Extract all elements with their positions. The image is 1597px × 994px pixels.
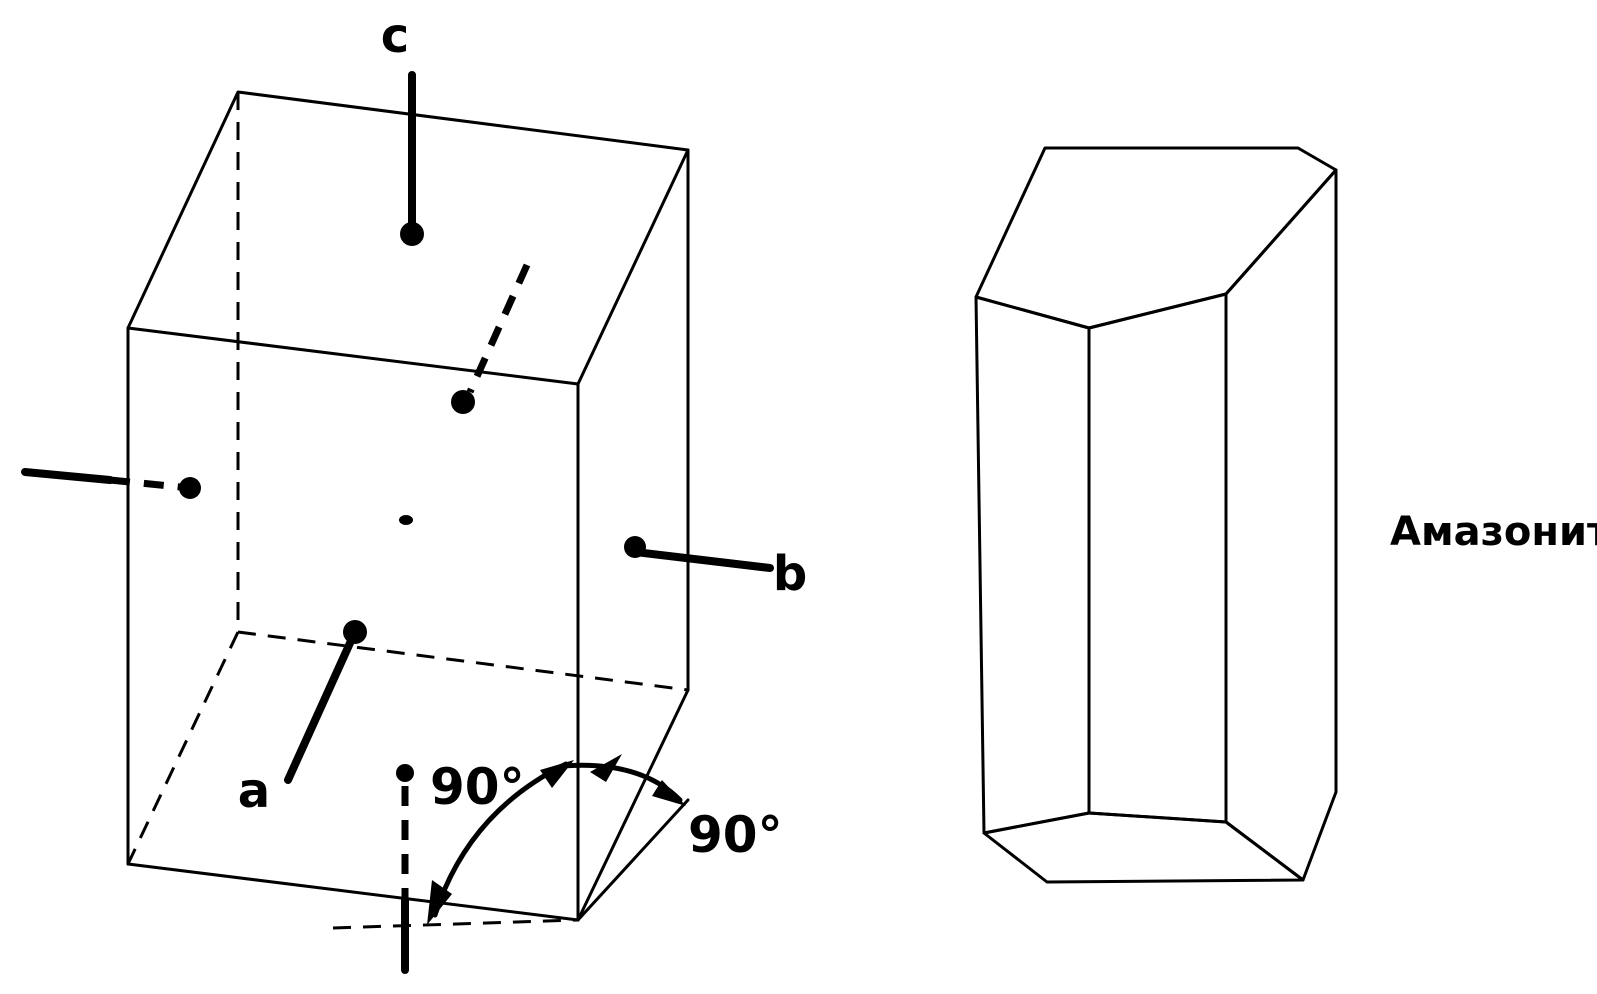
- box-bottom-front-edge: [126, 862, 580, 922]
- angle-markers: [427, 754, 686, 925]
- angle-arc-left-arrowhead-bottom: [427, 880, 452, 925]
- crystal-bottom-face: [982, 811, 1305, 884]
- angle-arc-right-arrowhead-left: [590, 754, 622, 782]
- crystal-top-face: [974, 146, 1338, 330]
- axis-bottom-dot: [396, 764, 414, 782]
- axis-c-label: c: [381, 8, 409, 64]
- mineral-name-label: Амазонит: [1390, 509, 1597, 555]
- crystal-middle-face: [1087, 292, 1228, 824]
- crystal-left-face: [974, 295, 1091, 835]
- box-hidden-back-bottom-edge: [237, 630, 689, 692]
- axis-a-label: a: [238, 763, 270, 819]
- box-bottom-right-edge: [576, 688, 690, 922]
- unit-cell-box: [126, 90, 690, 922]
- box-hidden-left-bottom-edge: [126, 631, 240, 865]
- axis-c-dot: [400, 222, 424, 246]
- axis-rear-dashed: [466, 263, 531, 394]
- axis-left-dashed: [109, 476, 191, 492]
- amazonite-crystal: [974, 146, 1338, 884]
- axis-b-line: [631, 548, 774, 572]
- crystal-right-face: [1224, 168, 1338, 882]
- axis-rear-dot: [451, 390, 475, 414]
- angle-left-label: 90°: [430, 758, 525, 816]
- axis-b-label: b: [773, 546, 807, 602]
- axis-bottom-diagonal: [576, 798, 690, 922]
- center-dot: [399, 515, 413, 525]
- angle-right-label: 90°: [688, 806, 783, 864]
- axis-bottom-horizontal-dashed: [332, 918, 579, 930]
- angle-arc-right-arrowhead-right: [652, 780, 686, 806]
- axis-a-line: [284, 628, 359, 784]
- crystal-axes: [21, 71, 774, 974]
- axis-left-dot: [179, 477, 201, 499]
- axis-left-solid: [21, 468, 114, 484]
